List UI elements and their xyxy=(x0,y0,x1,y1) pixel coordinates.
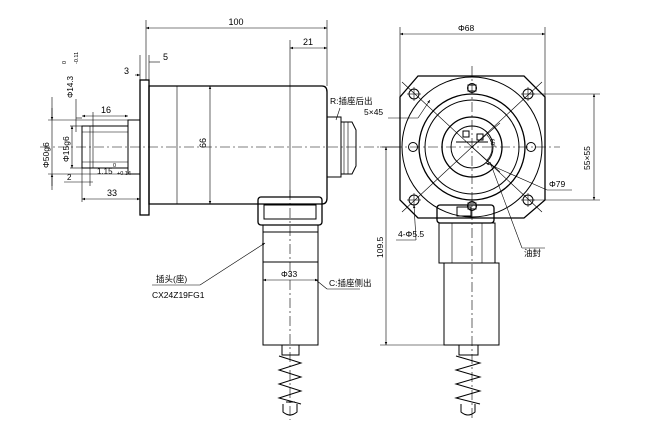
dim-bolt-spacing: 55×55 xyxy=(582,146,592,170)
encoder-body xyxy=(148,85,328,205)
svg-text:0: 0 xyxy=(62,61,68,64)
svg-text:-0.11: -0.11 xyxy=(74,52,80,64)
dim-connector-dia: Φ33 xyxy=(281,269,298,279)
front-connector-base xyxy=(436,204,495,224)
dim-flange-5: 5 xyxy=(163,52,168,62)
front-shaft-circle xyxy=(450,125,494,169)
dim-groove-width: 1.15 xyxy=(97,167,113,176)
dim-chamfer: 5×45 xyxy=(364,107,383,117)
label-plug-model: CX24Z19FG1 xyxy=(152,290,205,300)
front-connector-plug xyxy=(443,262,500,346)
front-screws xyxy=(408,83,536,211)
front-body-circle xyxy=(418,93,526,201)
front-spigot-circle xyxy=(441,116,503,178)
front-flange xyxy=(399,75,546,219)
dim-flange-3: 3 xyxy=(124,66,129,76)
label-plug: 插头(座) xyxy=(156,274,187,284)
dim-connector-offset: 21 xyxy=(303,37,313,47)
label-rear-outlet: R:插座后出 xyxy=(330,96,373,106)
front-connector-nut xyxy=(438,222,496,264)
dim-shaft-len-16: 16 xyxy=(101,105,111,115)
dim-height-109: 109.5 xyxy=(375,236,385,258)
svg-text:0: 0 xyxy=(113,163,116,169)
dim-pcd: Φ79 xyxy=(549,179,566,189)
dim-shaft-len-33: 33 xyxy=(107,188,117,198)
dim-angle-60: 60° xyxy=(488,138,496,149)
dim-shaft-key-dia: Φ14.3 xyxy=(66,75,75,98)
dim-shaft-dia: Φ15g6 xyxy=(61,136,71,162)
connector-nut xyxy=(262,231,319,263)
mounting-flange xyxy=(139,79,150,216)
label-oil-seal: 油封 xyxy=(524,248,542,258)
dim-holes: 4-Φ5.5 xyxy=(398,229,424,239)
svg-text:+0.14: +0.14 xyxy=(117,171,131,177)
front-cable-spring xyxy=(454,355,482,405)
dim-spigot-dia: Φ50g6 xyxy=(41,142,51,168)
side-view: 100 21 5 3 Φ14.3 0 -0.11 Φ50g6 Φ15g6 xyxy=(40,17,395,420)
rear-connector xyxy=(326,116,342,178)
dim-flange-width: Φ68 xyxy=(458,23,475,33)
dim-body-height: 66 xyxy=(198,138,208,148)
front-pcd-circle xyxy=(401,76,543,218)
cable-spring xyxy=(277,355,303,405)
front-view: 60° Φ68 55×55 Φ79 5×45 109.5 xyxy=(364,23,600,420)
dim-overall-length: 100 xyxy=(228,17,243,27)
dim-groove-2: 2 xyxy=(67,173,72,182)
label-side-outlet: C:插座侧出 xyxy=(329,278,372,288)
